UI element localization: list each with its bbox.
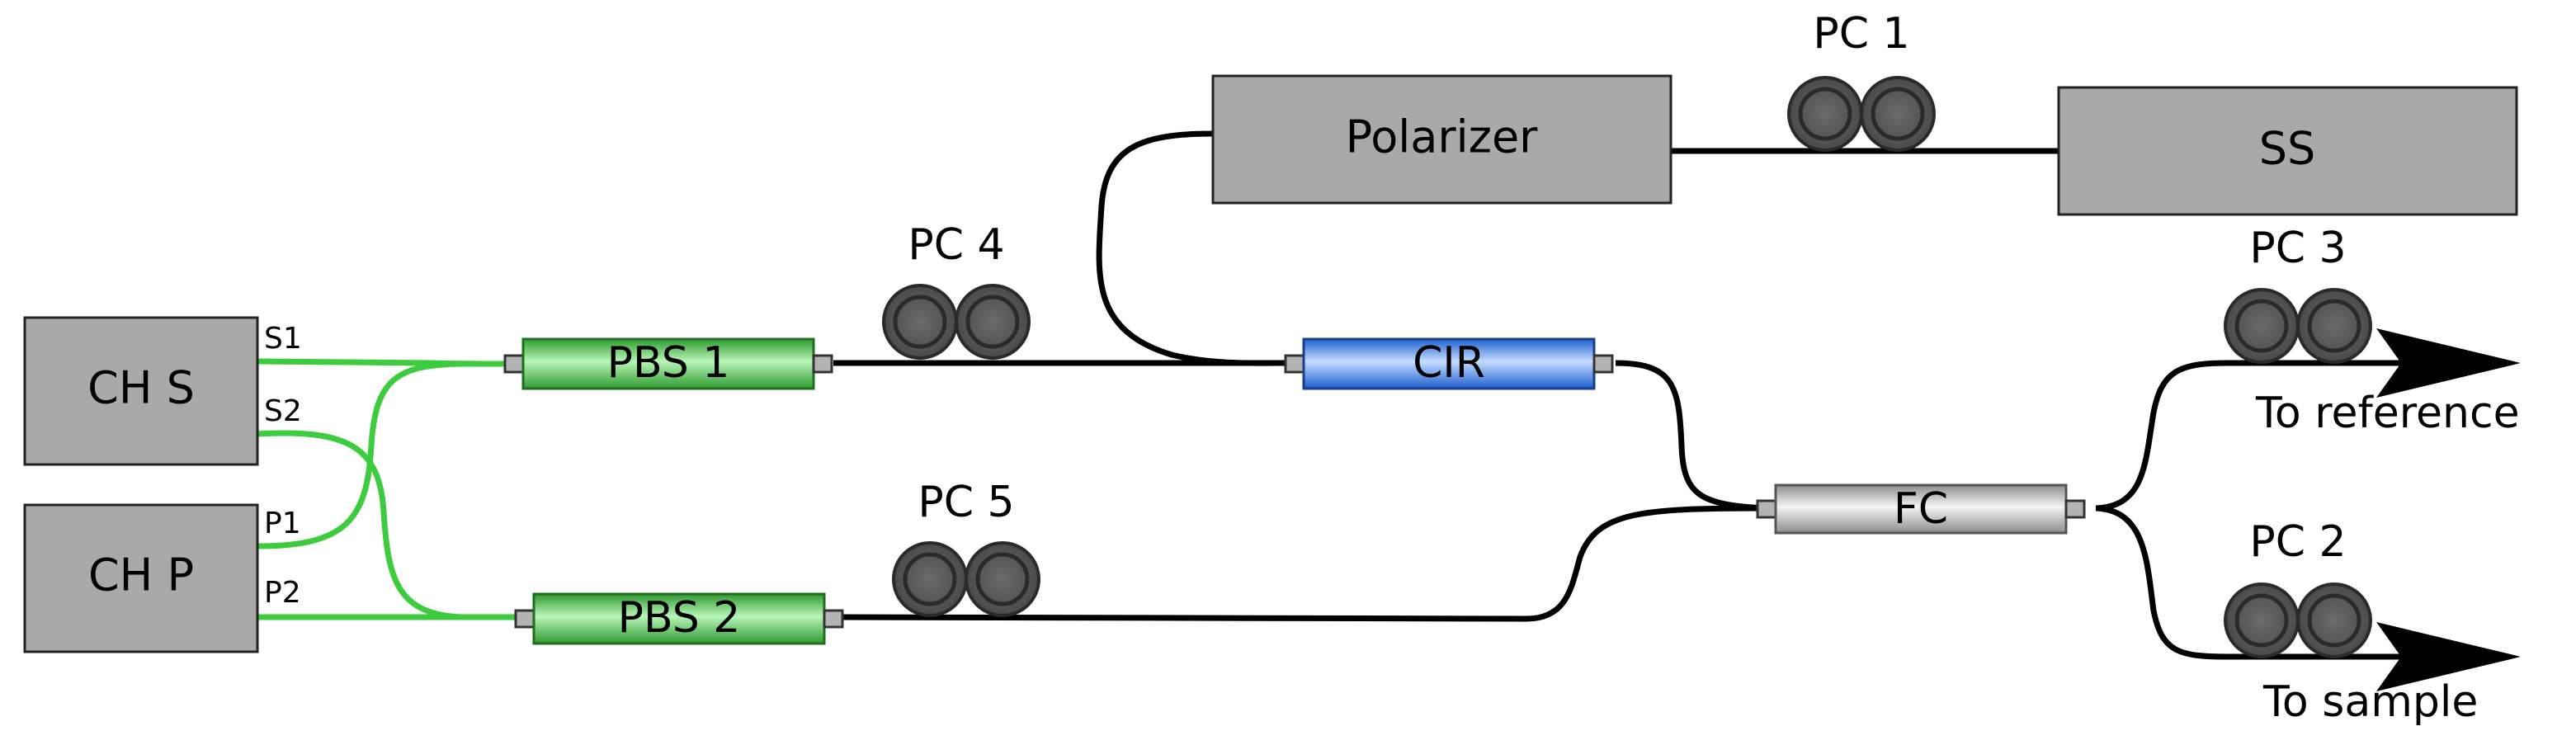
arrow-to-reference: [2376, 328, 2521, 398]
pc3-controller: PC 3: [2224, 224, 2372, 364]
ch-s-box: CH S: [23, 316, 259, 466]
to-sample-label: To sample: [2262, 677, 2478, 727]
fiber-p1-to-pbs1: [257, 361, 507, 549]
pc2-controller: PC 2: [2224, 517, 2372, 658]
cir-label: CIR: [1413, 338, 1485, 388]
ch-p-label: CH P: [88, 549, 194, 601]
pc2-label: PC 2: [2249, 517, 2346, 567]
polarizer-label: Polarizer: [1346, 111, 1539, 163]
pc4-controller: PC 4: [882, 220, 1031, 360]
fiber-s2-to-pbs2: [257, 430, 520, 620]
fc-label: FC: [1894, 484, 1948, 534]
pc4-label: PC 4: [908, 220, 1004, 270]
pc1-controller: PC 1: [1787, 9, 1936, 152]
ss-box: SS: [2057, 86, 2518, 216]
to-reference-label: To reference: [2255, 389, 2520, 438]
pbs1-component: PBS 1: [503, 337, 833, 390]
ch-p-box: CH P: [23, 503, 259, 653]
fc-component: FC: [1756, 483, 2086, 535]
pbs2-label: PBS 2: [618, 593, 741, 643]
cir-component: CIR: [1284, 337, 1614, 390]
fiber-fc-to-sample: [2095, 505, 2434, 660]
pc5-label: PC 5: [918, 478, 1014, 527]
port-p2-label: P2: [264, 576, 301, 610]
fiber-polarizer-to-cir: [1096, 130, 1288, 366]
green-fibers: [257, 358, 520, 620]
ch-s-label: CH S: [87, 362, 195, 414]
fiber-fc-to-reference: [2095, 360, 2434, 512]
fiber-pbs2-to-fc: [833, 505, 1767, 622]
pc3-label: PC 3: [2249, 224, 2346, 273]
pc5-controller: PC 5: [892, 478, 1040, 617]
black-fibers: [833, 130, 2434, 660]
pbs2-component: PBS 2: [514, 592, 844, 645]
pbs1-label: PBS 1: [607, 338, 730, 388]
arrow-to-sample: [2376, 622, 2521, 691]
pc1-label: PC 1: [1813, 9, 1909, 59]
port-p1-label: P1: [264, 507, 301, 540]
port-s2-label: S2: [264, 394, 302, 428]
fiber-cir-to-fc: [1615, 360, 1767, 512]
polarizer-box: Polarizer: [1211, 74, 1673, 205]
ss-label: SS: [2259, 123, 2316, 175]
port-s1-label: S1: [264, 322, 302, 356]
